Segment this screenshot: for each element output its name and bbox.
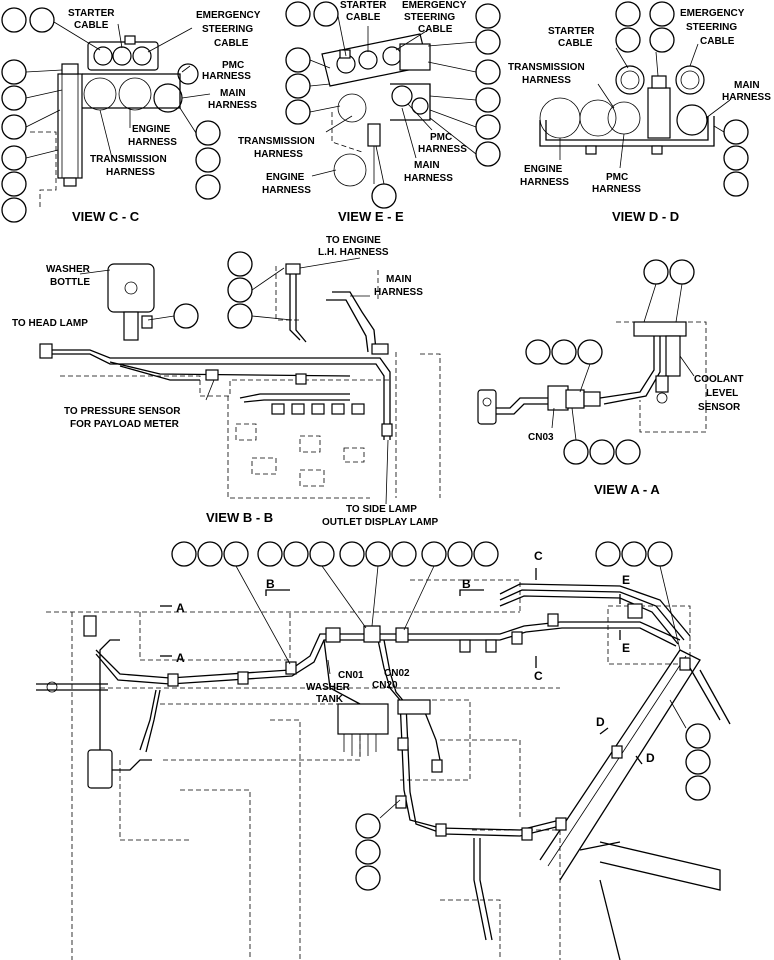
cn02-label: CN02 — [384, 668, 410, 679]
main-view-leader-lines — [235, 565, 687, 819]
section-c-lower-mark: C — [534, 669, 543, 683]
view-c-c-callout-balloons — [1, 7, 221, 223]
cn03-connector — [477, 385, 601, 425]
machine-frame-solid — [36, 615, 731, 891]
view-e-e-callout-balloons — [285, 1, 501, 209]
washer-tank — [337, 699, 431, 756]
section-marks — [160, 568, 643, 765]
view-b-b-callout-balloons — [173, 251, 253, 329]
view-d-d-title: VIEW D - D — [612, 209, 679, 224]
view-d-d-callout-balloons — [615, 1, 749, 197]
view-d-d-leader-lines — [559, 43, 731, 169]
view-a-a-leader-lines — [551, 283, 695, 441]
view-b-b-harness-routing — [39, 263, 393, 440]
section-e-upper-mark: E — [622, 573, 630, 587]
section-e-lower-mark: E — [622, 641, 630, 655]
cn03-label: CN03 — [528, 432, 554, 443]
coolant-level-sensor — [599, 321, 707, 433]
section-b-right-mark: B — [462, 577, 471, 591]
section-c-upper-mark: C — [534, 549, 543, 563]
view-e-e-title: VIEW E - E — [338, 209, 404, 224]
view-e-e-leader-lines — [309, 15, 477, 185]
view-a-a-callout-balloons — [525, 259, 695, 465]
to-head-lamp-label: TO HEAD LAMP — [12, 318, 88, 329]
main-view-clamps — [167, 603, 691, 841]
main-harness-routing — [95, 583, 691, 960]
view-e-e-clamp-assembly — [321, 33, 431, 187]
view-b-b-title: VIEW B - B — [206, 510, 273, 525]
view-c-c-leader-lines — [25, 21, 211, 159]
view-b-b-frame-outline — [60, 266, 441, 499]
washer-bottle — [107, 263, 155, 341]
section-b-left-mark: B — [266, 577, 275, 591]
section-a-lower-mark: A — [176, 651, 185, 665]
section-d-lower-mark: D — [646, 751, 655, 765]
view-d-d-clamp-assembly — [539, 65, 715, 155]
view-c-c-clamp-assembly — [30, 35, 199, 210]
section-d-upper-mark: D — [596, 715, 605, 729]
main-view-callout-balloons — [171, 541, 711, 891]
cn20-label: CN20 — [372, 680, 398, 691]
view-a-a-title: VIEW A - A — [594, 482, 660, 497]
view-b-b-leader-lines — [79, 257, 389, 505]
cn01-label: CN01 — [338, 670, 364, 681]
view-c-c-title: VIEW C - C — [72, 209, 140, 224]
section-a-upper-mark: A — [176, 601, 185, 615]
